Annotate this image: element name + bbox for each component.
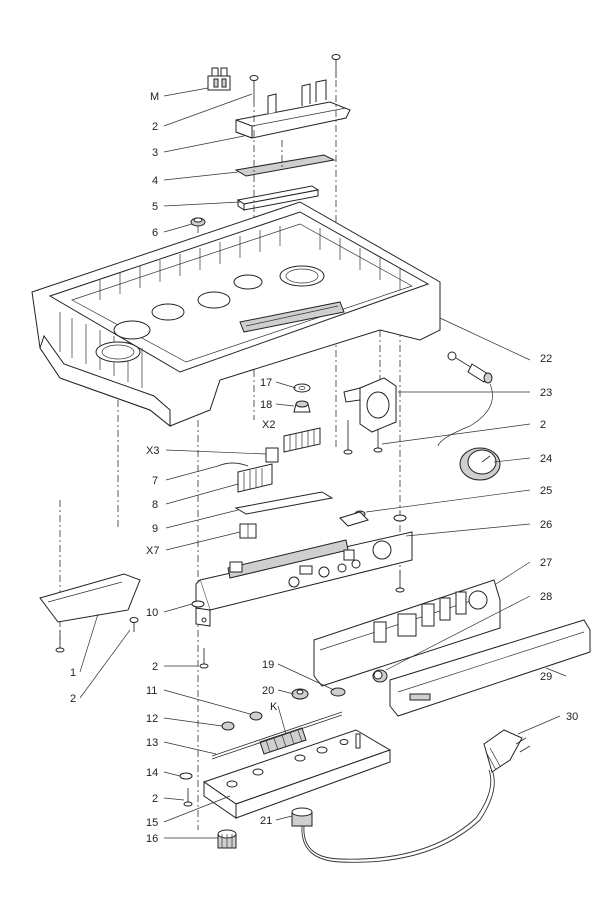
power-cord: [301, 769, 495, 863]
screw: [199, 648, 209, 669]
screw: [395, 570, 405, 593]
label-18: 18: [260, 399, 272, 411]
screw: [343, 420, 353, 455]
connector-x3: [265, 447, 279, 463]
plate-part-4: [234, 154, 336, 177]
label-6: 6: [152, 227, 158, 239]
cable-gland-part-21: [291, 807, 313, 827]
label-19: 19: [262, 659, 274, 671]
grommet-part-11: [249, 711, 263, 721]
label-29: 29: [540, 671, 552, 683]
label-20: 20: [262, 685, 274, 697]
gauge-part-24: [459, 447, 501, 481]
label-2: 2: [70, 693, 76, 705]
label-12: 12: [146, 713, 158, 725]
label-10: 10: [146, 607, 158, 619]
cover-part-1: [39, 573, 141, 623]
screw: [129, 617, 139, 632]
plug-part-30: [483, 729, 531, 773]
label-8: 8: [152, 499, 158, 511]
label-27: 27: [540, 557, 552, 569]
bracket-part-23: [343, 377, 397, 433]
label-3: 3: [152, 147, 158, 159]
washer-part-10: [191, 600, 205, 608]
label-1: 1: [70, 667, 76, 679]
label-15: 15: [146, 817, 158, 829]
screw: [55, 630, 65, 653]
washer-part-17: [293, 383, 311, 393]
label-5: 5: [152, 201, 158, 213]
housing-part-22: [31, 201, 441, 428]
grommet-part-19: [330, 687, 346, 697]
label-m: M: [150, 91, 159, 103]
sheet-part-9: [234, 491, 334, 515]
screw: [183, 788, 193, 807]
label-4: 4: [152, 175, 158, 187]
label-17: 17: [260, 377, 272, 389]
cable-part-7: [217, 462, 249, 467]
leader-lines: [79, 87, 567, 839]
label-30: 30: [566, 711, 578, 723]
label-24: 24: [540, 453, 552, 465]
knob-part-28: [372, 669, 388, 683]
strip-part-5: [236, 185, 320, 211]
bracket-part-3: [235, 79, 351, 139]
label-14: 14: [146, 767, 158, 779]
cable-gland-part-16: [217, 829, 237, 849]
label-21: 21: [260, 815, 272, 827]
washer: [393, 514, 407, 522]
rod-part-13: [211, 711, 343, 757]
label-22: 22: [540, 353, 552, 365]
connector-m: [207, 67, 231, 91]
connector-x2: [283, 427, 321, 453]
label-13: 13: [146, 737, 158, 749]
grommet-part-6: [190, 217, 206, 227]
label-2: 2: [152, 121, 158, 133]
label-x2: X2: [262, 419, 275, 431]
label-2: 2: [540, 419, 546, 431]
screw-top-right: [331, 54, 341, 78]
label-x7: X7: [146, 545, 159, 557]
nut-part-18: [293, 400, 311, 413]
grommet-part-12: [221, 721, 235, 731]
label-25: 25: [540, 485, 552, 497]
control-board-part-26: [195, 531, 413, 627]
label-x3: X3: [146, 445, 159, 457]
label-9: 9: [152, 523, 158, 535]
clip-part-25: [339, 510, 369, 527]
label-28: 28: [540, 591, 552, 603]
tray-part-15: [202, 729, 392, 819]
label-16: 16: [146, 833, 158, 845]
connector-part-8: [237, 463, 273, 493]
front-panel-part-27: [313, 579, 501, 687]
terminal-block-k: [259, 727, 307, 755]
label-2: 2: [152, 661, 158, 673]
washer-part-14: [179, 772, 193, 780]
label-k: K: [270, 701, 278, 713]
sensor-probe: [437, 351, 493, 447]
label-26: 26: [540, 519, 552, 531]
label-2: 2: [152, 793, 158, 805]
label-11: 11: [146, 685, 157, 697]
label-7: 7: [152, 475, 158, 487]
connector-x7: [239, 523, 257, 539]
screw-top-left: [249, 75, 259, 100]
label-23: 23: [540, 387, 552, 399]
cover-part-29: [389, 619, 591, 717]
